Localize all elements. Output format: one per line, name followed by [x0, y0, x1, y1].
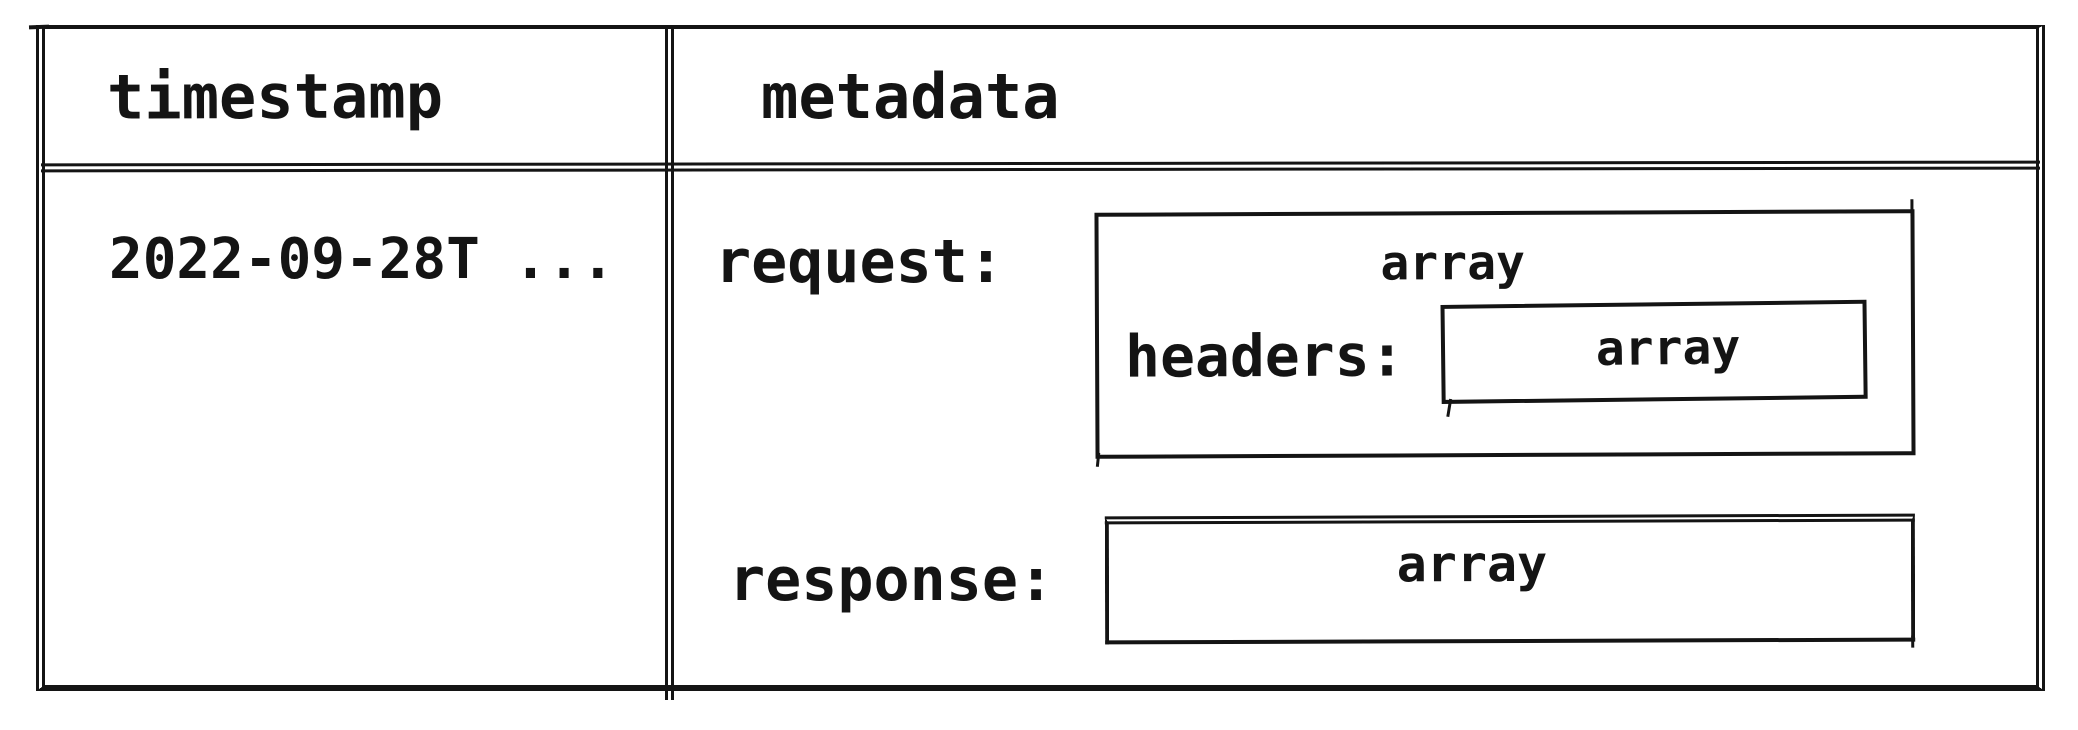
header-separator-line — [40, 160, 2041, 173]
headers-array-box: array — [1440, 299, 1868, 404]
column-divider-line — [665, 26, 674, 700]
request-array-type-label: array — [1380, 234, 1526, 292]
column-header-timestamp: timestamp — [106, 59, 444, 134]
response-array-box: array — [1104, 513, 1916, 645]
table-frame: timestamp metadata 2022-09-28T ... reque… — [36, 25, 2045, 700]
timestamp-cell-value: 2022-09-28T ... — [109, 227, 615, 292]
request-array-box: array headers: array — [1094, 209, 1916, 459]
headers-array-type-label: array — [1595, 318, 1741, 377]
headers-key-label: headers: — [1124, 321, 1405, 391]
request-key-label: request: — [715, 227, 1004, 297]
response-array-type-label: array — [1396, 534, 1548, 594]
response-key-label: response: — [729, 545, 1055, 615]
column-header-metadata: metadata — [761, 60, 1060, 133]
